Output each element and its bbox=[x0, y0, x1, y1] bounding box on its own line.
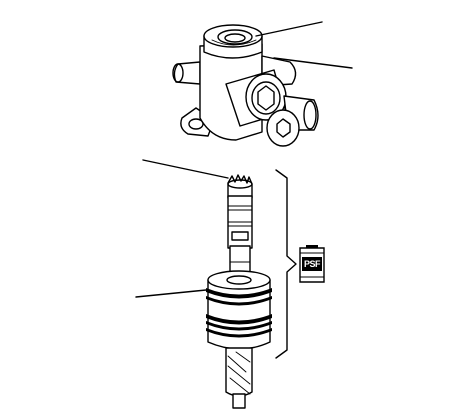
assembly-bracket bbox=[275, 169, 297, 359]
valve-shaft bbox=[206, 174, 272, 409]
leader-line-top-cylinder bbox=[255, 21, 323, 37]
leader-lines bbox=[135, 21, 353, 298]
leader-line-spline bbox=[142, 159, 229, 179]
psf-label: PSF bbox=[302, 257, 322, 271]
leader-line-seal-ring bbox=[135, 289, 207, 298]
valve-housing bbox=[172, 24, 319, 147]
leader-line-housing bbox=[273, 57, 353, 69]
